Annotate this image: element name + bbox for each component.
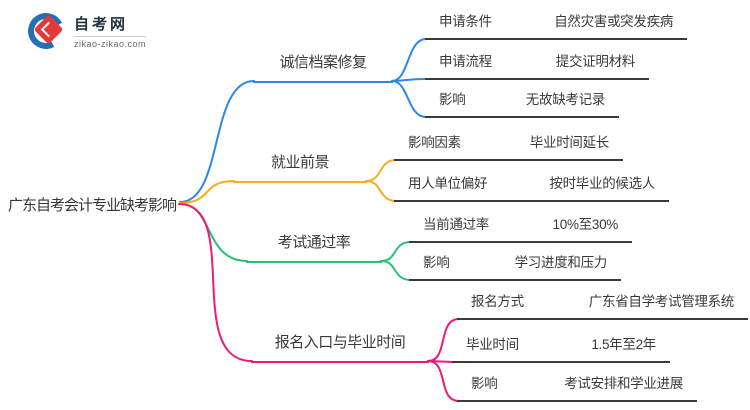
subtopic-key: 影响 xyxy=(423,255,450,270)
logo-text: 自考网 zikao-zikao.com xyxy=(74,13,147,49)
subtopic-row: 影响 学习进度和压力 xyxy=(409,249,621,281)
subtopic-value: 广东省自学考试管理系统 xyxy=(588,294,735,309)
branch-node-registration: 报名入口与毕业时间 xyxy=(251,329,429,363)
central-topic: 广东自考会计专业缺考影响 xyxy=(7,197,177,214)
connector-sub xyxy=(365,159,397,182)
subtopic-row: 当前通过率 10%至30% xyxy=(409,211,632,243)
branch-node-credit-repair: 诚信档案修复 xyxy=(253,49,393,83)
subtopic-value: 提交证明材料 xyxy=(555,54,636,69)
subtopic-key: 申请条件 xyxy=(439,14,492,29)
subtopic-value: 自然灾害或突发疾病 xyxy=(554,14,673,29)
subtopic-key: 影响因素 xyxy=(408,135,461,150)
subtopic-row: 影响 无故缺考记录 xyxy=(425,86,619,118)
subtopic-row: 用人单位偏好 按时毕业的候选人 xyxy=(394,170,669,202)
connector-sub xyxy=(391,80,427,118)
connector-sub xyxy=(427,360,454,363)
subtopic-value: 考试安排和学业进展 xyxy=(564,376,683,391)
subtopic-key: 当前通过率 xyxy=(423,217,489,232)
logo-graduation-cap-icon xyxy=(23,8,69,54)
subtopic-row: 毕业时间 1.5年至2年 xyxy=(452,331,670,363)
subtopic-value: 学习进度和压力 xyxy=(514,255,608,270)
subtopic-row: 影响因素 毕业时间延长 xyxy=(394,129,623,161)
subtopic-value: 10%至30% xyxy=(552,217,619,232)
subtopic-key: 影响 xyxy=(471,376,498,391)
connector-sub xyxy=(365,180,397,202)
subtopic-value: 按时毕业的候选人 xyxy=(549,176,655,191)
connector-branch-pass-rate xyxy=(179,203,248,262)
connector-branch-employment xyxy=(179,180,235,204)
connector-sub xyxy=(391,38,427,82)
connector-sub xyxy=(380,260,412,281)
subtopic-key: 报名方式 xyxy=(471,294,524,309)
subtopic-value: 毕业时间延长 xyxy=(529,135,610,150)
subtopic-value: 无故缺考记录 xyxy=(525,92,606,107)
branch-node-pass-rate: 考试通过率 xyxy=(246,229,382,263)
subtopic-key: 毕业时间 xyxy=(466,337,519,352)
connector-branch-credit-repair xyxy=(179,80,255,203)
logo-title: 自考网 xyxy=(74,16,129,33)
subtopic-row: 影响 考试安排和学业进展 xyxy=(457,370,697,402)
connector-sub xyxy=(427,360,460,402)
subtopic-key: 用人单位偏好 xyxy=(408,176,488,191)
connector-sub xyxy=(380,241,412,262)
branch-node-employment: 就业前景 xyxy=(233,149,367,183)
subtopic-row: 报名方式 广东省自学考试管理系统 xyxy=(457,288,748,320)
subtopic-value: 1.5年至2年 xyxy=(591,337,656,352)
connector-branch-registration xyxy=(178,203,253,362)
subtopic-key: 申请流程 xyxy=(439,54,492,69)
connector-sub xyxy=(391,78,427,82)
subtopic-row: 申请条件 自然灾害或突发疾病 xyxy=(425,8,687,40)
subtopic-key: 影响 xyxy=(439,92,466,107)
logo-domain: zikao-zikao.com xyxy=(74,36,147,49)
site-logo: 自考网 zikao-zikao.com xyxy=(23,8,147,54)
subtopic-row: 申请流程 提交证明材料 xyxy=(425,48,649,80)
